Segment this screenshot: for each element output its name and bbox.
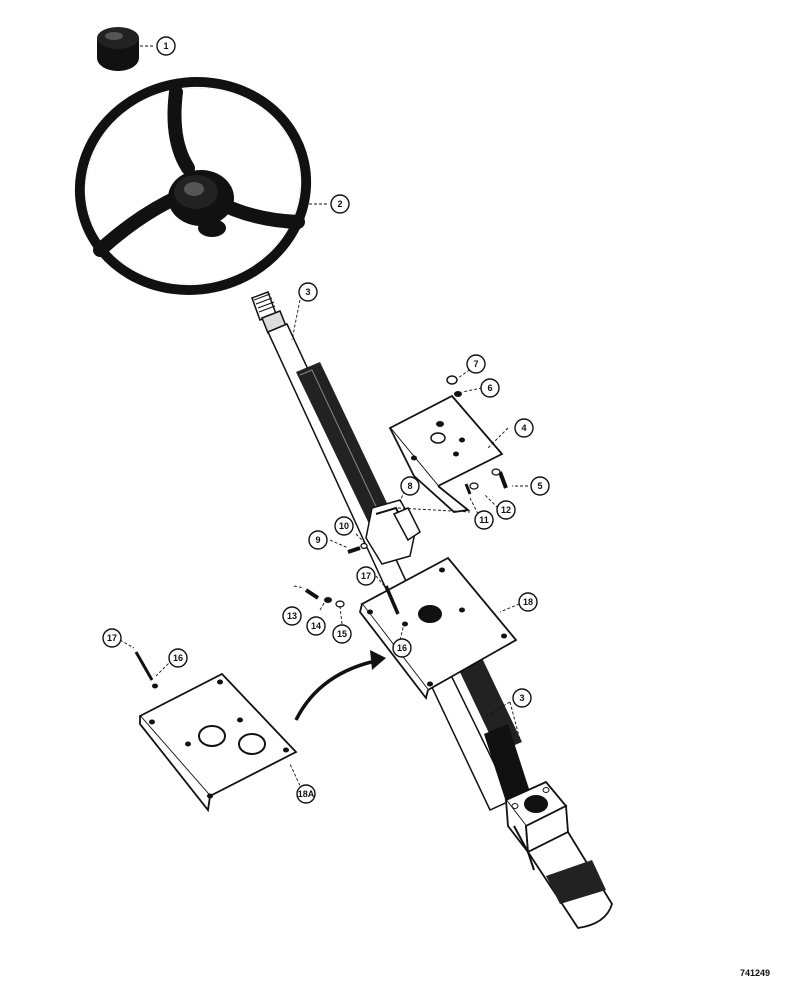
leader-lines	[119, 45, 528, 791]
callout-5-label: 5	[537, 481, 542, 491]
callout-18: 18	[518, 592, 538, 612]
callout-17-plate: 17	[356, 566, 376, 586]
callout-1-label: 1	[163, 41, 168, 51]
callout-2-label: 2	[337, 199, 342, 209]
callout-16-alternate: 16	[168, 648, 188, 668]
callout-11: 11	[474, 510, 494, 530]
callout-16-plate: 16	[392, 638, 412, 658]
callout-12-label: 12	[501, 505, 511, 515]
callout-3-lower-label: 3	[519, 693, 524, 703]
callout-7: 7	[466, 354, 486, 374]
callout-15: 15	[332, 624, 352, 644]
alternate-mounting-plate	[138, 672, 298, 813]
callout-13: 13	[282, 606, 302, 626]
callout-17-alternate-label: 17	[107, 633, 117, 643]
steering-control-unit	[504, 780, 613, 929]
steering-wheel	[74, 77, 312, 295]
callout-16-alternate-label: 16	[173, 653, 183, 663]
callout-15-label: 15	[337, 629, 347, 639]
callout-3-upper-label: 3	[305, 287, 310, 297]
callout-6: 6	[480, 378, 500, 398]
callout-1: 1	[156, 36, 176, 56]
callout-5: 5	[530, 476, 550, 496]
callout-3-upper: 3	[298, 282, 318, 302]
callout-4-label: 4	[521, 423, 526, 433]
callout-18a-label: 18A	[298, 789, 315, 799]
callout-10: 10	[334, 516, 354, 536]
callout-4: 4	[514, 418, 534, 438]
alternate-arrow	[294, 650, 386, 721]
callout-18a: 18A	[296, 784, 316, 804]
callout-12: 12	[496, 500, 516, 520]
callouts: 1 2 3 3 4 5 6 7 8 9 10 11 12 13 14 15 16…	[102, 36, 550, 804]
callout-9: 9	[308, 530, 328, 550]
callout-17-plate-label: 17	[361, 571, 371, 581]
callout-7-label: 7	[473, 359, 478, 369]
callout-8: 8	[400, 476, 420, 496]
callout-6-label: 6	[487, 383, 492, 393]
callout-3-lower: 3	[512, 688, 532, 708]
callout-18-label: 18	[523, 597, 533, 607]
callout-9-label: 9	[315, 535, 320, 545]
callout-16-plate-label: 16	[397, 643, 407, 653]
callout-2: 2	[330, 194, 350, 214]
horn-button-cap	[97, 27, 139, 71]
callout-14-label: 14	[311, 621, 321, 631]
callout-8-label: 8	[407, 481, 412, 491]
drawing-reference-number: 741249	[739, 968, 770, 978]
callout-14: 14	[306, 616, 326, 636]
callout-13-label: 13	[287, 611, 297, 621]
callout-10-label: 10	[339, 521, 349, 531]
hardware-fasteners	[134, 375, 508, 689]
upper-mounting-bracket	[388, 394, 504, 513]
callout-11-label: 11	[479, 515, 489, 525]
callout-17-alternate: 17	[102, 628, 122, 648]
shaft-clamp-collar	[365, 499, 421, 565]
